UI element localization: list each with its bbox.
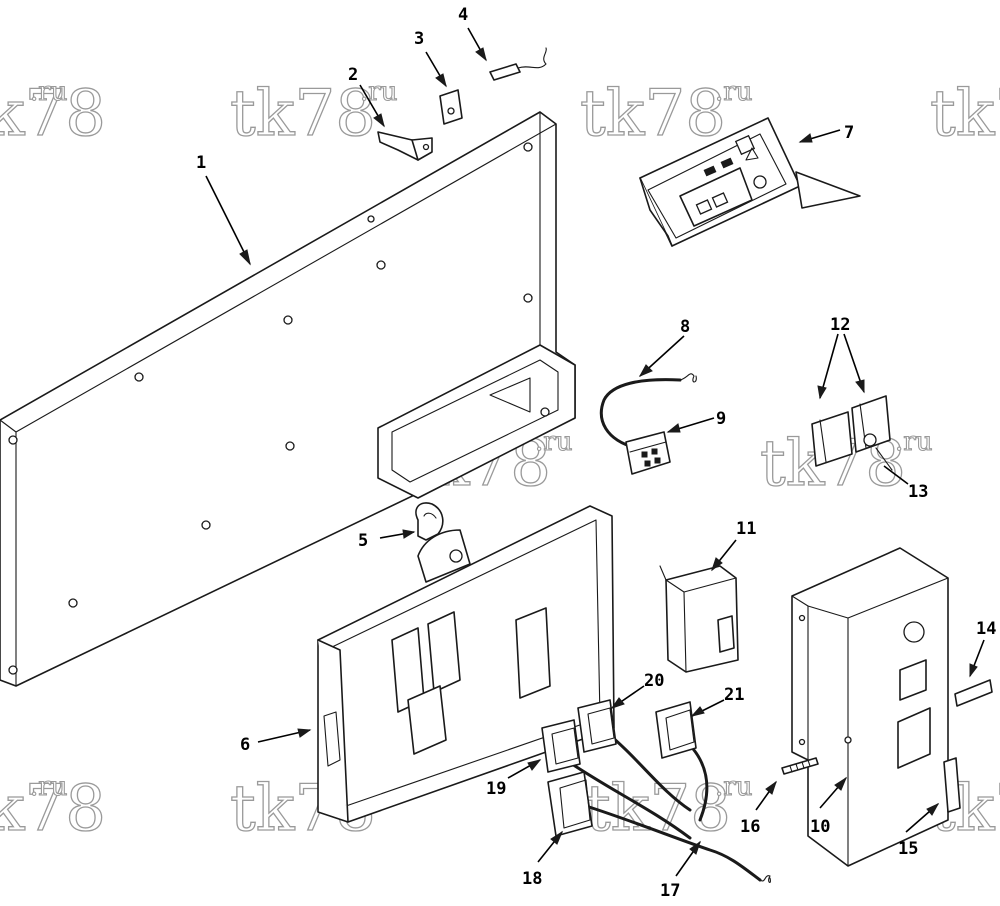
arrowhead-21 — [690, 706, 705, 717]
arrowhead-10 — [834, 776, 848, 791]
callout-6: 6 — [240, 735, 250, 755]
leader-line-13 — [883, 465, 909, 485]
connector-part-19 — [541, 719, 581, 773]
callout-20: 20 — [644, 671, 664, 691]
svg-text:.ru: .ru — [715, 772, 752, 802]
arrowhead-3 — [435, 73, 447, 88]
fuse-part-13 — [863, 433, 893, 471]
watermark: tk78.ru — [0, 76, 107, 151]
svg-text:.ru: .ru — [360, 77, 397, 107]
screw-part-16 — [781, 757, 819, 775]
connector-part-18 — [547, 771, 593, 837]
svg-text:tk78: tk78 — [230, 77, 376, 151]
arrowhead-5 — [402, 529, 416, 539]
callout-10: 10 — [810, 817, 830, 837]
arrowhead-12b — [855, 379, 865, 394]
arrowhead-14 — [969, 663, 978, 678]
arrowhead-1 — [239, 249, 251, 266]
callout-14: 14 — [976, 619, 996, 639]
arrowhead-11 — [711, 557, 723, 572]
clip-part-3 — [439, 89, 463, 125]
callout-9: 9 — [716, 409, 726, 429]
callout-8: 8 — [680, 317, 690, 337]
callout-5: 5 — [358, 531, 368, 551]
label-part-14 — [954, 679, 993, 707]
callout-12: 12 — [830, 315, 850, 335]
svg-text:tk78: tk78 — [0, 772, 106, 846]
svg-text:.ru: .ru — [30, 77, 67, 107]
watermark: tk78.ru — [229, 76, 398, 151]
arrowhead-15 — [926, 802, 940, 816]
leader-line-1 — [205, 175, 251, 265]
breaker-part-11 — [659, 565, 739, 673]
arrowhead-7 — [798, 133, 813, 143]
arrowhead-17 — [689, 840, 701, 855]
callout-15: 15 — [898, 839, 918, 859]
arrowhead-8 — [638, 364, 653, 378]
arrowhead-6 — [297, 728, 312, 738]
callout-7: 7 — [844, 123, 854, 143]
svg-text:.ru: .ru — [715, 77, 752, 107]
svg-text:tk78: tk78 — [0, 77, 106, 151]
connector-part-20 — [577, 699, 617, 753]
bracket-part-2 — [377, 131, 433, 161]
callout-21: 21 — [724, 685, 744, 705]
mounting-panel-part-1 — [0, 111, 576, 687]
arrowhead-19 — [527, 759, 542, 771]
callout-11: 11 — [736, 519, 756, 539]
strip-part-15 — [943, 757, 961, 813]
callout-4: 4 — [458, 5, 468, 25]
callout-labels: 1 2 3 4 5 6 7 8 9 10 11 12 13 14 15 16 1… — [196, 5, 996, 901]
control-module-part-6 — [317, 505, 615, 823]
plug-part-9 — [625, 431, 671, 475]
sensor-part-4 — [489, 47, 547, 81]
callout-18: 18 — [522, 869, 542, 889]
callout-19: 19 — [486, 779, 506, 799]
controller-display-part-7 — [639, 117, 861, 247]
enclosure-bracket-part-10 — [791, 547, 949, 867]
callout-13: 13 — [908, 482, 928, 502]
callout-17: 17 — [660, 881, 680, 901]
svg-text:tk78: tk78 — [580, 77, 726, 151]
connector-part-21 — [655, 701, 697, 759]
arrowhead-16 — [765, 780, 777, 795]
leader-lines — [205, 27, 985, 877]
arrowhead-2 — [373, 113, 385, 128]
callout-16: 16 — [740, 817, 760, 837]
callout-2: 2 — [348, 65, 358, 85]
watermark: tk78.ru — [0, 771, 107, 846]
harness-part-8 — [599, 373, 697, 450]
watermark: tk78 — [929, 76, 1000, 151]
callout-1: 1 — [196, 153, 206, 173]
arrowhead-4 — [475, 47, 487, 62]
arrowhead-20 — [610, 697, 625, 709]
watermark: tk78.ru — [579, 76, 753, 151]
arrowhead-12a — [817, 385, 827, 400]
callout-3: 3 — [414, 29, 424, 49]
svg-text:tk78: tk78 — [930, 77, 1000, 151]
arrowhead-18 — [550, 830, 564, 845]
svg-text:.ru: .ru — [895, 427, 932, 457]
svg-text:.ru: .ru — [30, 772, 67, 802]
arrowhead-9 — [666, 423, 681, 433]
